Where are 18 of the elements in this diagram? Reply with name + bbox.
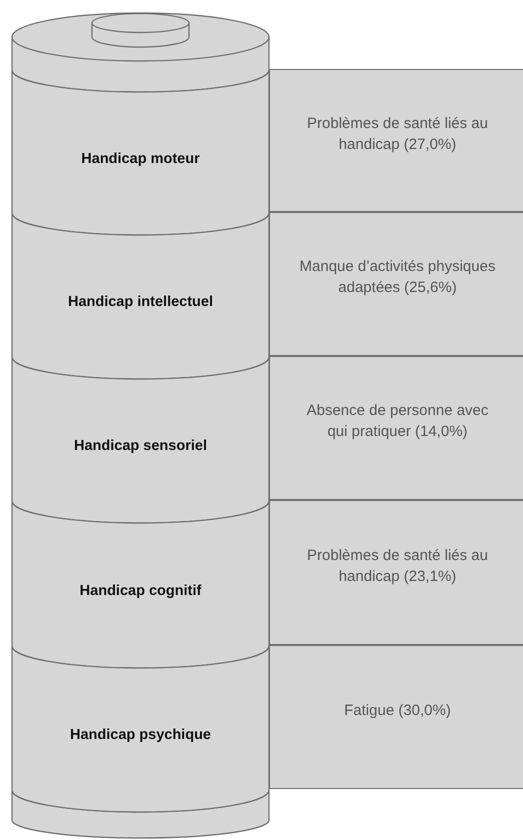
disability-label: Handicap cognitif [78,582,202,601]
disability-label: Handicap psychique [68,726,212,746]
cylinder-section [12,357,269,523]
reason-text: Problèmes de santé liés au handicap (23,1%) [306,546,489,586]
disability-label: Handicap intellectuel [66,293,214,312]
disability-label: Handicap sensoriel [73,437,208,456]
cylinder-section [12,213,269,379]
reason-panel [269,500,523,645]
reason-panel [269,645,523,789]
reason-panel [269,69,523,212]
reason-text: Manque d’activités physiques adaptées (25,6%) [298,257,496,298]
reason-panel [269,356,523,500]
disability-label: Handicap moteur [80,150,201,169]
reason-panel [269,212,523,356]
reason-text: Fatigue (30,0%) [343,700,452,720]
reason-text: Absence de personne avec qui pratiquer (14,0%) [306,401,490,442]
reason-text: Problèmes de santé liés au handicap (27,0%) [306,114,489,154]
cylinder-section [12,501,269,668]
